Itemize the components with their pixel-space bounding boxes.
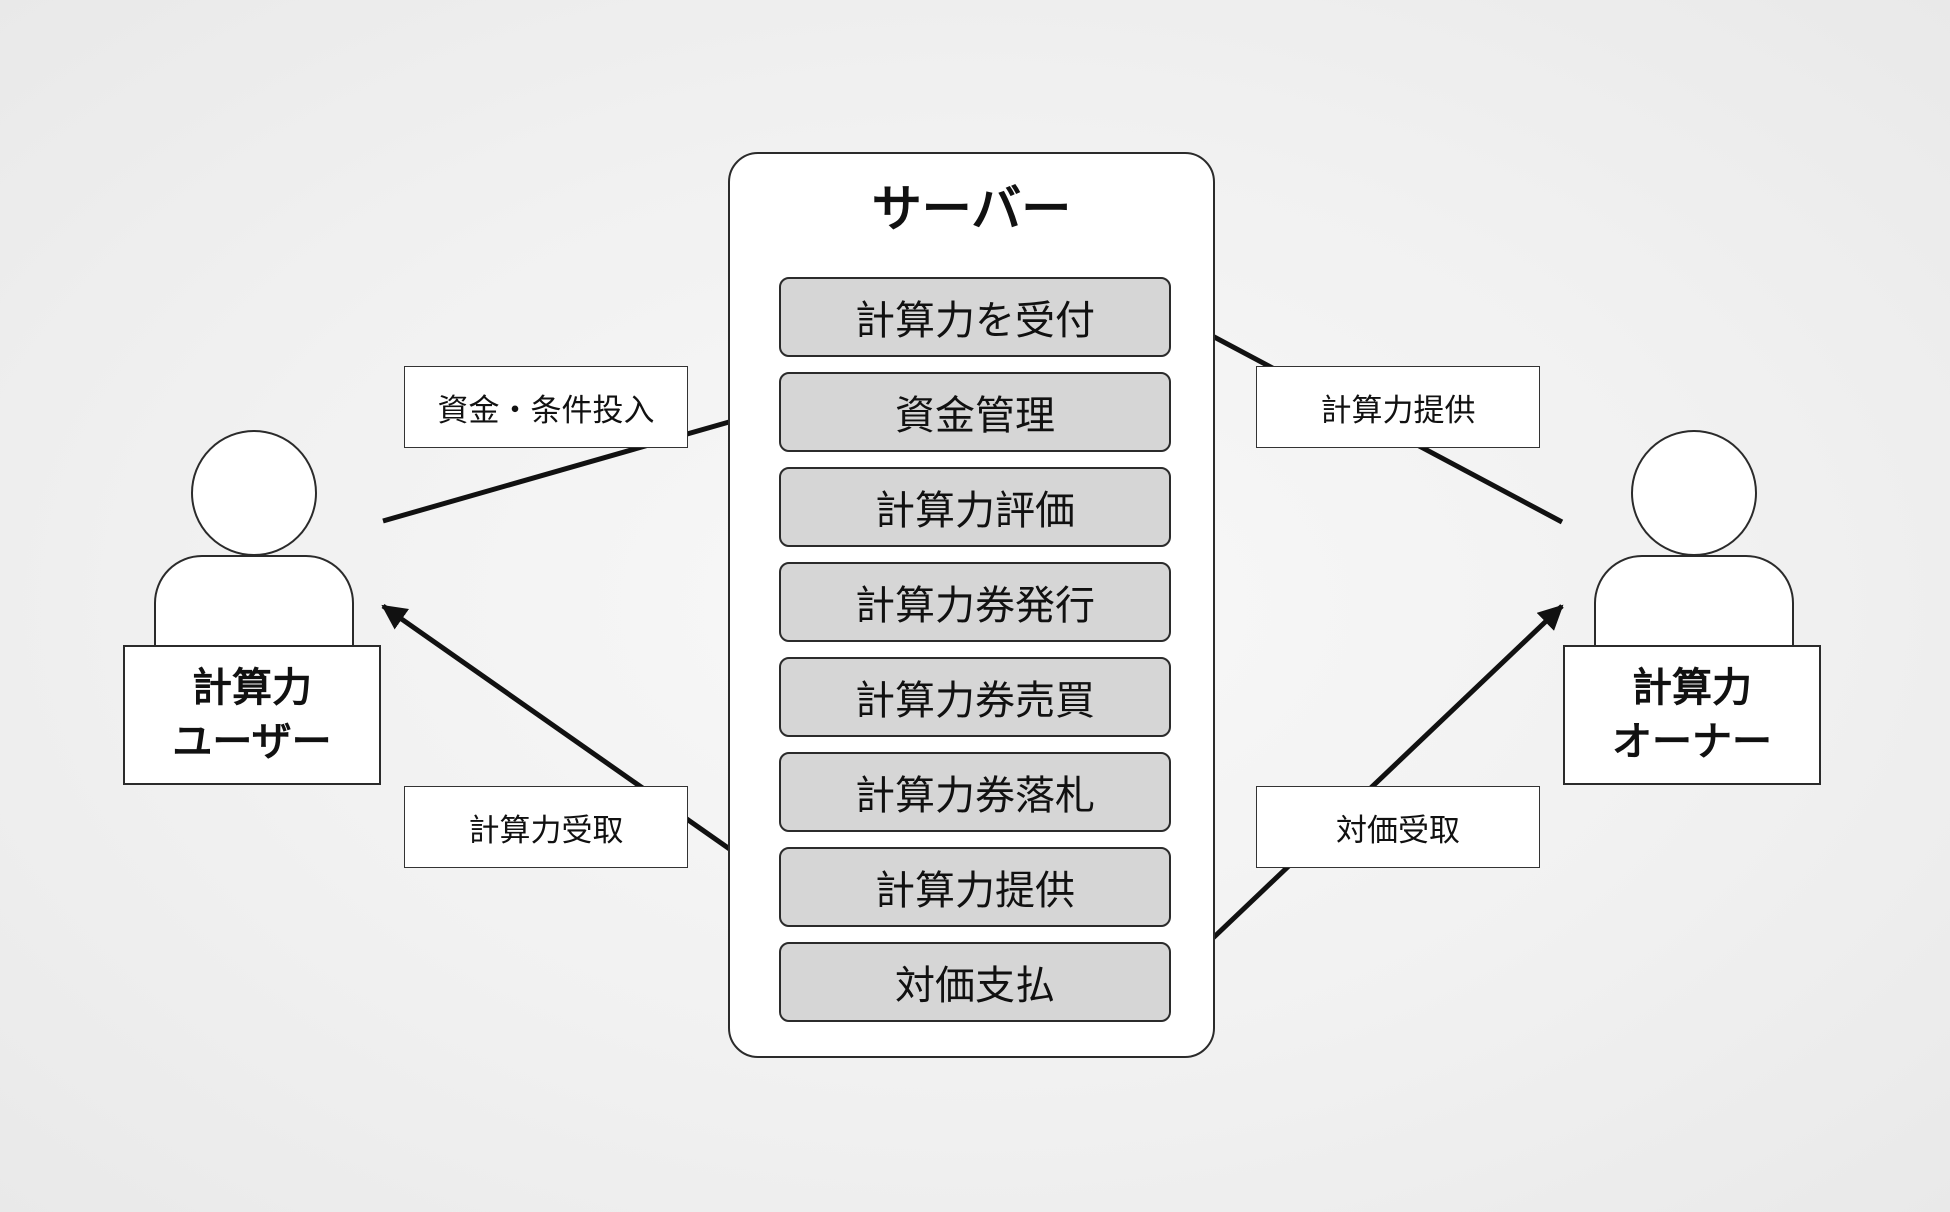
server-title: サーバー — [871, 180, 1072, 238]
arrow-server-to-user — [381, 603, 780, 886]
function-accept-compute: 計算力を受付 — [779, 277, 1171, 357]
server-panel: サーバー 計算力を受付 資金管理 計算力評価 計算力券発行 計算力券売買 計算力… — [728, 152, 1215, 1058]
owner-role-line2: オーナー — [1612, 719, 1772, 765]
user-role-line2: ユーザー — [172, 719, 332, 765]
arrow-user-to-server — [382, 402, 780, 524]
function-compute-evaluation: 計算力評価 — [779, 467, 1171, 547]
function-compute-provision: 計算力提供 — [779, 847, 1171, 927]
label-owner-to-server: 計算力提供 — [1256, 366, 1540, 448]
user-role-box: 計算力 ユーザー — [123, 645, 381, 785]
function-ticket-issuance: 計算力券発行 — [779, 562, 1171, 642]
function-payment: 対価支払 — [779, 942, 1171, 1022]
user-role-line1: 計算力 — [192, 665, 312, 711]
function-fund-management: 資金管理 — [779, 372, 1171, 452]
user-head-icon — [191, 430, 317, 556]
owner-role-box: 計算力 オーナー — [1563, 645, 1821, 785]
label-server-to-owner: 対価受取 — [1256, 786, 1540, 868]
function-ticket-bidding: 計算力券落札 — [779, 752, 1171, 832]
label-user-to-server: 資金・条件投入 — [404, 366, 688, 448]
owner-head-icon — [1631, 430, 1757, 556]
owner-role-line1: 計算力 — [1632, 665, 1752, 711]
label-server-to-user: 計算力受取 — [404, 786, 688, 868]
function-ticket-trading: 計算力券売買 — [779, 657, 1171, 737]
